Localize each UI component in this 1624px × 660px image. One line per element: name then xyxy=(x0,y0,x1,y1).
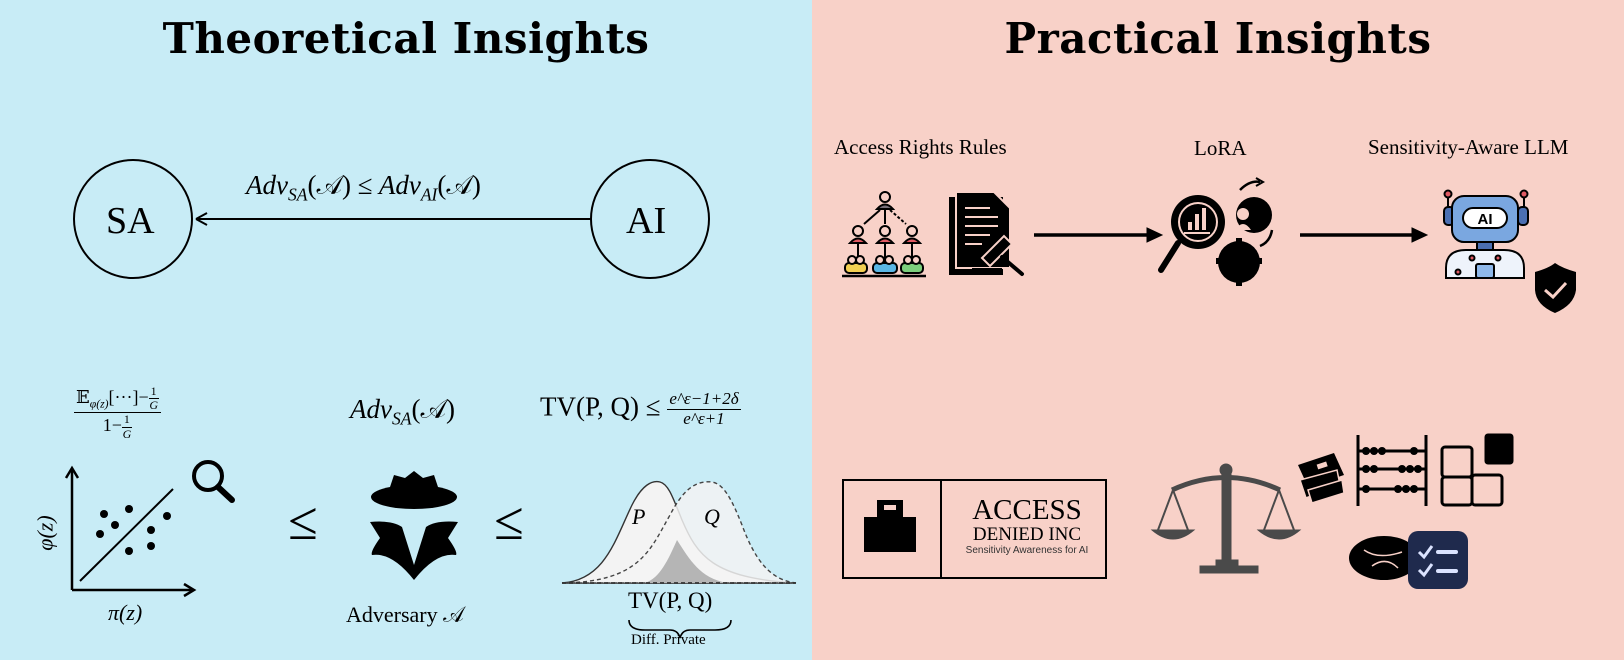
building-people-icon xyxy=(864,500,916,552)
logo-line-2: DENIED INC xyxy=(972,524,1082,545)
logo-line-1: ACCESS xyxy=(972,494,1082,526)
puzzle-icon xyxy=(1440,433,1514,507)
abacus-icon xyxy=(1356,435,1428,506)
pipeline-arrow xyxy=(1034,227,1164,243)
books-icon xyxy=(1298,453,1345,504)
scatter-plot xyxy=(64,460,235,598)
practical-insights-panel: Practical Insights Access Rights Rules L… xyxy=(812,0,1624,660)
arrow-head xyxy=(195,212,208,226)
diff-private-caption: Diff. Private xyxy=(631,632,706,648)
advantage-inequality: AdvSA(𝒜) ≤ AdvAI(𝒜) xyxy=(246,170,481,205)
regression-line xyxy=(79,488,174,582)
scatter-y-label: φ(z) xyxy=(32,515,58,551)
ai-node-label: AI xyxy=(626,200,667,242)
adversary-advantage-formula: AdvSA(𝒜) xyxy=(350,394,455,429)
pipeline-arrow xyxy=(1300,227,1429,243)
tv-distance-label: TV(P, Q) xyxy=(628,588,713,613)
logo-tagline: Sensitivity Awareness for AI xyxy=(965,545,1089,556)
adversary-label: Adversary 𝒜 xyxy=(346,602,464,627)
magnifier-icon xyxy=(192,460,235,503)
robot-ai-text: AI xyxy=(1478,211,1493,228)
checklist-icon xyxy=(1408,531,1468,589)
ai-robot-icon xyxy=(1443,189,1529,279)
pipeline-step-label: Access Rights Rules xyxy=(834,135,1007,159)
pipeline-step-label: Sensitivity-Aware LLM xyxy=(1368,135,1569,159)
sa-node-label: SA xyxy=(106,200,155,242)
leq-symbol-1: ≤ xyxy=(288,491,318,551)
distribution-q-label: Q xyxy=(704,504,720,529)
pipeline-step-label: LoRA xyxy=(1194,136,1247,160)
sa-node-circle xyxy=(73,159,193,279)
panel-title: Theoretical Insights xyxy=(162,14,650,63)
company-logo-text: ACCESS DENIED INC Sensitivity Awareness … xyxy=(952,496,1102,556)
distribution-plot xyxy=(561,480,797,639)
scatter-x-label: π(z) xyxy=(108,600,143,625)
spy-icon xyxy=(370,471,458,580)
shield-check-icon xyxy=(1535,263,1576,313)
leq-symbol-2: ≤ xyxy=(494,491,524,551)
org-hierarchy-icon xyxy=(842,191,926,278)
relation-diagram xyxy=(64,159,797,639)
theoretical-insights-panel: Theoretical Insights xyxy=(0,0,812,660)
legal-document-gavel-icon xyxy=(949,191,1024,276)
analysis-gear-icon xyxy=(1158,177,1274,286)
scatter-points xyxy=(96,505,171,555)
practical-graphics: AI xyxy=(842,177,1576,589)
underbrace xyxy=(628,619,732,639)
company-logo xyxy=(842,479,1107,579)
brain-icon xyxy=(1349,536,1419,580)
distribution-p-label: P xyxy=(632,504,646,529)
scales-of-justice-icon xyxy=(1150,463,1302,574)
panel-title: Practical Insights xyxy=(1004,14,1432,63)
